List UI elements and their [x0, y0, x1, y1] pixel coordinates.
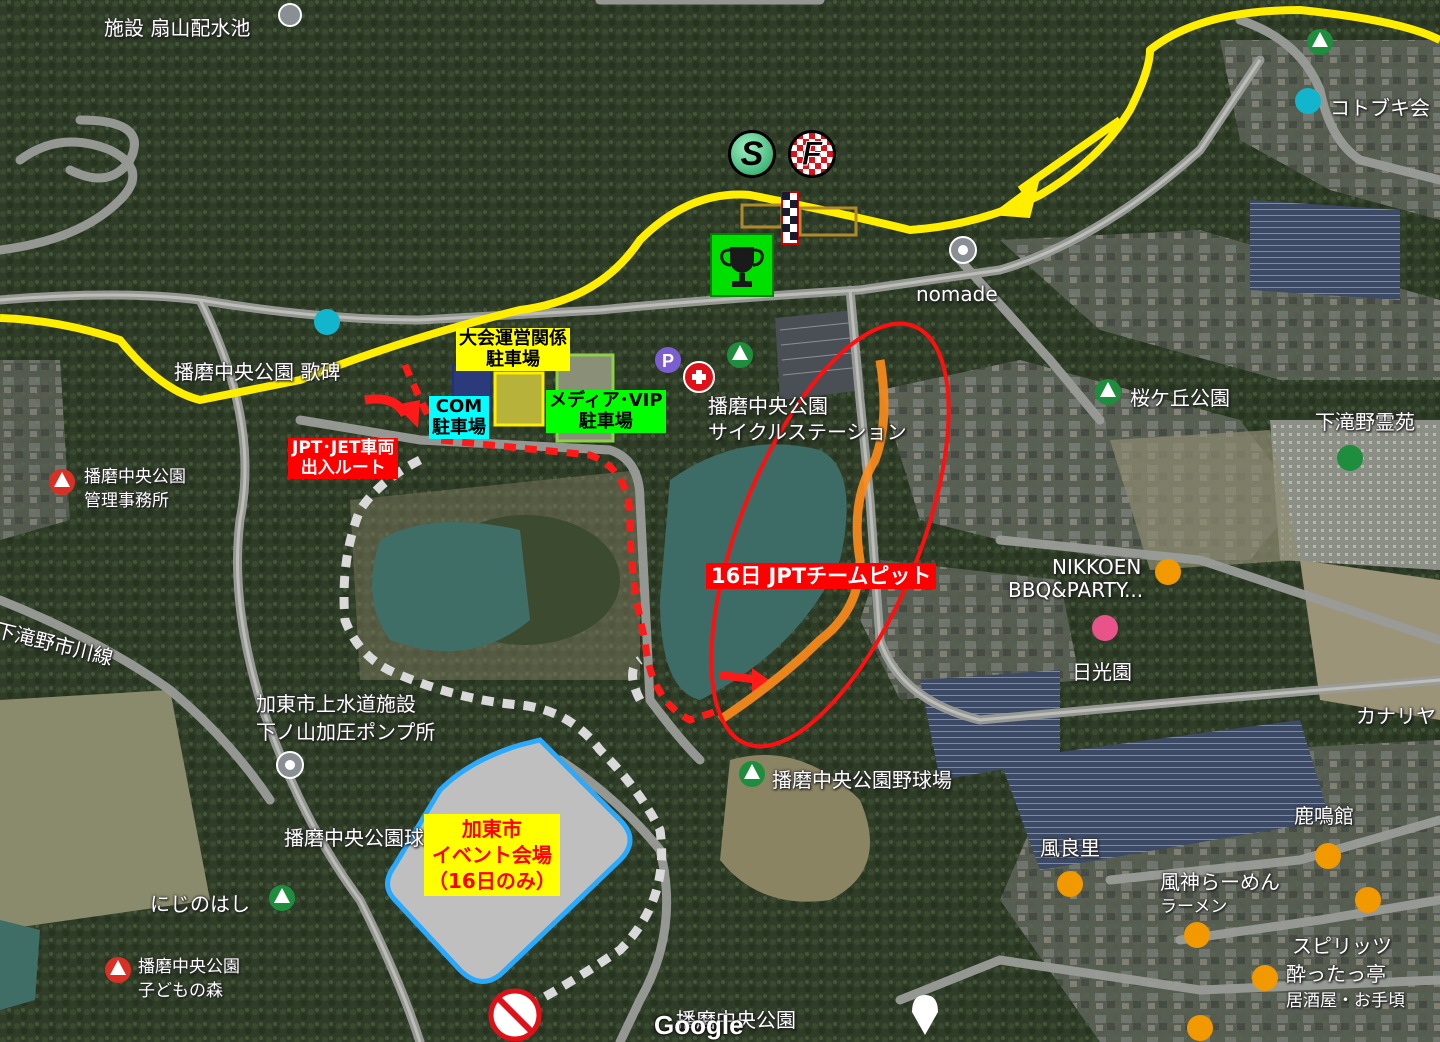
label-spirits-1: スピリッツ — [1292, 934, 1392, 958]
svg-text:P: P — [662, 351, 674, 371]
staff-parking-line-1: 大会運営関係 — [459, 328, 567, 349]
label-reservoir: 施設 扇山配水池 — [104, 16, 251, 40]
label-niji: にじのはし — [150, 892, 250, 916]
spectator-path — [339, 455, 667, 1015]
team-pit-line — [717, 359, 889, 724]
event-line-3: （16日のみ） — [428, 869, 556, 893]
office-pin-icon — [49, 469, 131, 983]
label-office-1: 播磨中央公園 — [84, 467, 186, 487]
label-bottom-park: 播磨中央公園 — [676, 1008, 796, 1032]
label-kanariya: カナリヤ — [1356, 704, 1436, 728]
cafe-icon — [1057, 843, 1341, 897]
trophy-icon[interactable] — [710, 233, 774, 297]
hotel-icon — [1092, 615, 1118, 641]
event-line-2: イベント会場 — [431, 843, 552, 867]
label-kodomo-2: 子どもの森 — [138, 981, 223, 1001]
label-furari: 風良里 — [1040, 836, 1100, 860]
monument-icon — [314, 309, 340, 335]
label-shimotakino-cemetery: 下滝野霊苑 — [1315, 410, 1415, 434]
parking-icon — [655, 347, 681, 373]
label-cycle-station-1: 播磨中央公園 — [708, 394, 828, 418]
label-nikkoen-hotel: 日光園 — [1072, 660, 1132, 684]
facility-icon — [1295, 88, 1321, 114]
label-nikkoen-2: BBQ&PARTY... — [1008, 578, 1144, 602]
label-pump-1: 加東市上水道施設 — [256, 692, 416, 716]
label-fujin-2: ラーメン — [1160, 897, 1228, 917]
location-pin-icon — [276, 3, 977, 1035]
event-venue-label: 加東市 イベント会場 （16日のみ） — [424, 814, 560, 896]
label-spirits-3: 居酒屋・お手頃 — [1286, 991, 1405, 1011]
staff-parking-label: 大会運営関係 駐車場 — [456, 328, 570, 372]
jpt-route-line-2: 出入ルート — [300, 457, 386, 478]
label-baseball: 播磨中央公園野球場 — [772, 768, 952, 792]
jpt-route-line-1: JPT･JET車両 — [292, 438, 395, 458]
label-kodomo-1: 播磨中央公園 — [138, 957, 240, 977]
media-parking-line-2: 駐車場 — [578, 410, 633, 432]
media-parking-line-1: メディア･VIP — [549, 390, 663, 411]
bar-icon — [1355, 887, 1381, 913]
label-rokumeikan: 鹿鳴館 — [1294, 804, 1354, 828]
label-fujin-1: 風神らーめん — [1160, 870, 1280, 894]
staff-parking-box — [493, 371, 545, 427]
park-tree-icon — [269, 29, 1363, 911]
label-sakuragaoka: 桜ケ丘公園 — [1130, 386, 1230, 410]
staff-parking-line-2: 駐車場 — [486, 348, 540, 370]
trophy-glyph — [720, 247, 764, 287]
google-logo: Google — [654, 1010, 744, 1040]
team-pit-label: 16日 JPTチームピット — [706, 563, 937, 590]
com-parking-line-1: COM — [435, 396, 483, 417]
label-spirits-2: 酔ったっ亭 — [1286, 962, 1386, 986]
restaurant-icon — [1155, 559, 1278, 1041]
race-course-route — [0, 6, 1440, 404]
event-line-1: 加東市 — [461, 817, 522, 841]
label-office-2: 管理事務所 — [84, 491, 169, 511]
label-nomade: nomade — [916, 282, 998, 306]
label-pump-2: 下ノ山加圧ポンプ所 — [256, 720, 436, 744]
com-parking-label: COM 駐車場 — [429, 396, 489, 440]
com-parking-line-2: 駐車場 — [432, 416, 486, 438]
finish-marker[interactable]: F — [788, 130, 836, 178]
label-cycle-station-2: サイクルステーション — [708, 420, 907, 444]
label-nikkoen-1: NIKKOEN — [1052, 555, 1142, 579]
label-kahi: 播磨中央公園 歌碑 — [174, 360, 341, 384]
media-parking-label: メディア･VIP 駐車場 — [546, 390, 666, 434]
label-kotobuki: コトブキ会 — [1330, 96, 1430, 120]
jpt-route-label: JPT･JET車両 出入ルート — [288, 438, 399, 480]
start-marker[interactable]: S — [728, 130, 776, 178]
